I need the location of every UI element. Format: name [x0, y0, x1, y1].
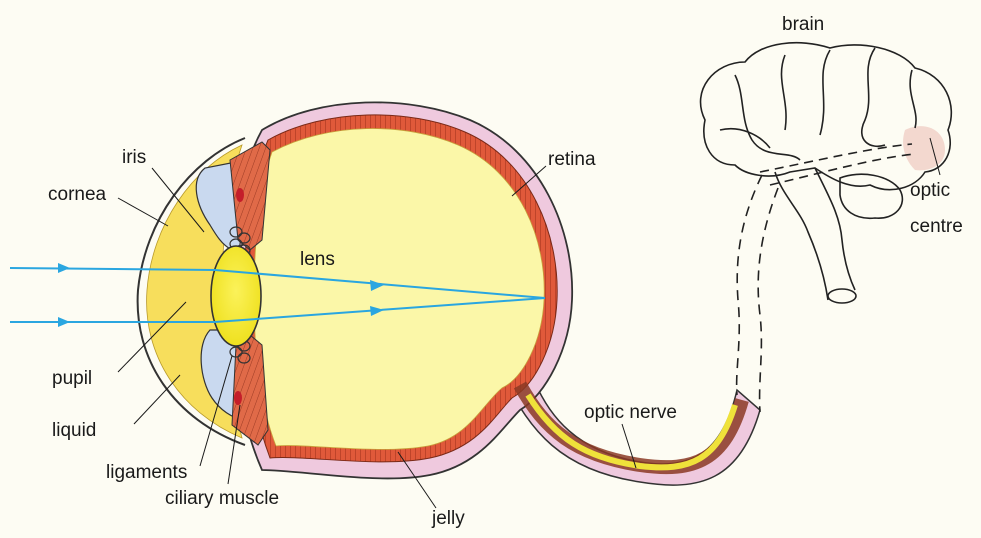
label-retina: retina	[548, 149, 596, 170]
ray-arrow-icon	[58, 317, 70, 327]
ciliary-dot-bottom	[234, 391, 242, 405]
brainstem-end	[828, 289, 856, 303]
label-optic-centre-line1: optic	[910, 180, 950, 201]
brainstem	[775, 172, 828, 300]
label-ligaments: ligaments	[106, 462, 187, 483]
label-brain: brain	[782, 14, 824, 35]
label-jelly: jelly	[431, 508, 465, 529]
label-iris: iris	[122, 147, 146, 168]
lens	[211, 246, 261, 346]
label-pupil: pupil	[52, 368, 92, 389]
dashed-nerve-2	[758, 188, 778, 412]
label-cornea: cornea	[48, 184, 107, 205]
optic-centre-area	[903, 126, 945, 170]
label-optic-centre-line2: centre	[910, 216, 963, 237]
visual-pathway-2	[770, 154, 915, 185]
ciliary-body-bottom	[232, 335, 268, 445]
dashed-nerve-1	[737, 175, 762, 395]
ciliary-dot-top	[236, 188, 244, 202]
label-optic-nerve: optic nerve	[584, 402, 677, 423]
label-ciliary-muscle: ciliary muscle	[165, 488, 279, 509]
label-lens: lens	[300, 249, 335, 270]
ray-arrow-icon	[58, 263, 70, 273]
cerebellum	[840, 174, 902, 218]
label-liquid: liquid	[52, 420, 96, 441]
